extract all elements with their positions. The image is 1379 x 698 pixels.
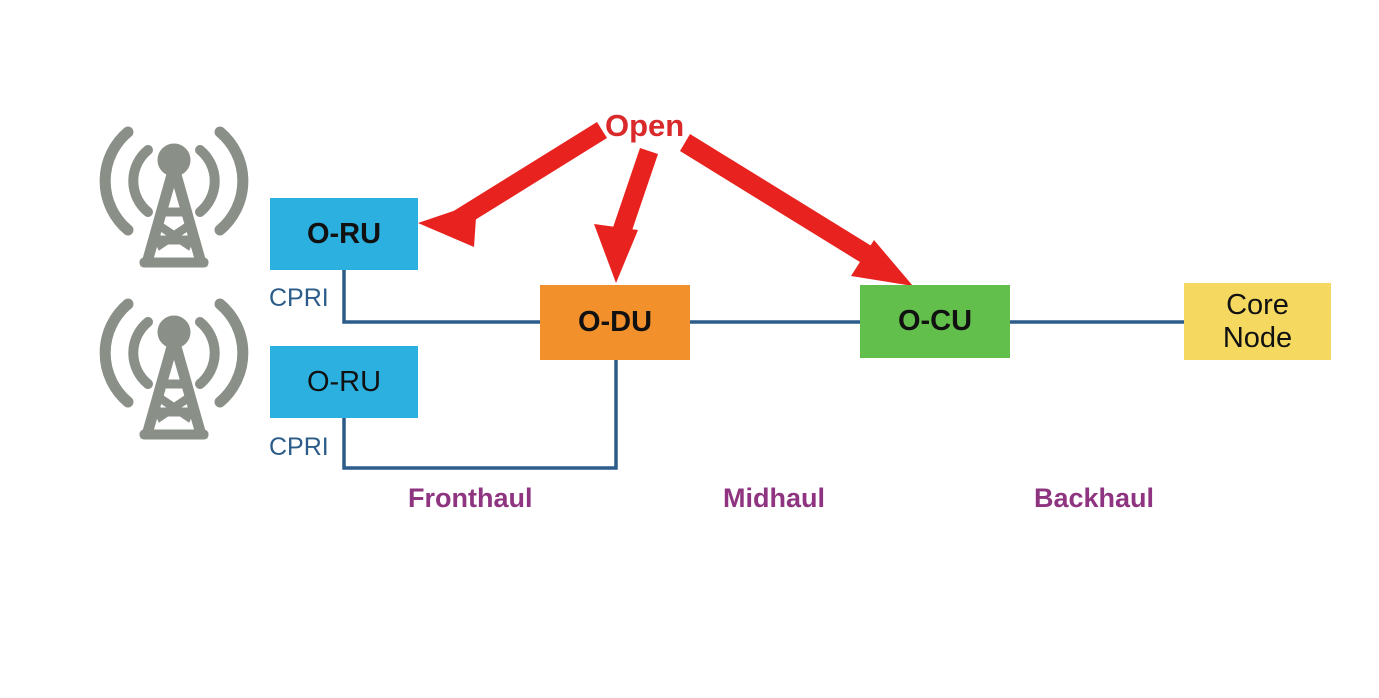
- open-arrow-to-ocu: [680, 134, 913, 286]
- segment-label-backhaul: Backhaul: [1034, 483, 1155, 513]
- segment-label-fronthaul: Fronthaul: [408, 483, 533, 513]
- node-label: O-CU: [897, 305, 973, 338]
- edge-label-cpri-bottom: CPRI: [269, 433, 329, 461]
- node-core[interactable]: Core Node: [1184, 283, 1331, 360]
- connector-oru-top-to-odu: [342, 270, 540, 324]
- node-label: O-RU: [306, 365, 382, 398]
- node-label: O-DU: [577, 306, 653, 339]
- connector-oru-bottom-to-odu: [342, 360, 618, 470]
- node-oru-top[interactable]: O-RU: [270, 198, 418, 270]
- open-arrow-to-oru: [418, 122, 607, 247]
- node-label: Core Node: [1222, 289, 1293, 354]
- node-ocu[interactable]: O-CU: [860, 285, 1010, 358]
- node-label: O-RU: [306, 217, 382, 250]
- edge-label-cpri-top: CPRI: [269, 284, 329, 312]
- antenna-tower-icon: [105, 132, 243, 267]
- node-oru-bottom[interactable]: O-RU: [270, 346, 418, 418]
- open-arrow-to-odu: [594, 148, 658, 283]
- node-odu[interactable]: O-DU: [540, 285, 690, 360]
- open-annotation-label: Open: [605, 108, 685, 143]
- segment-label-midhaul: Midhaul: [723, 483, 825, 513]
- antenna-tower-icon: [105, 304, 243, 439]
